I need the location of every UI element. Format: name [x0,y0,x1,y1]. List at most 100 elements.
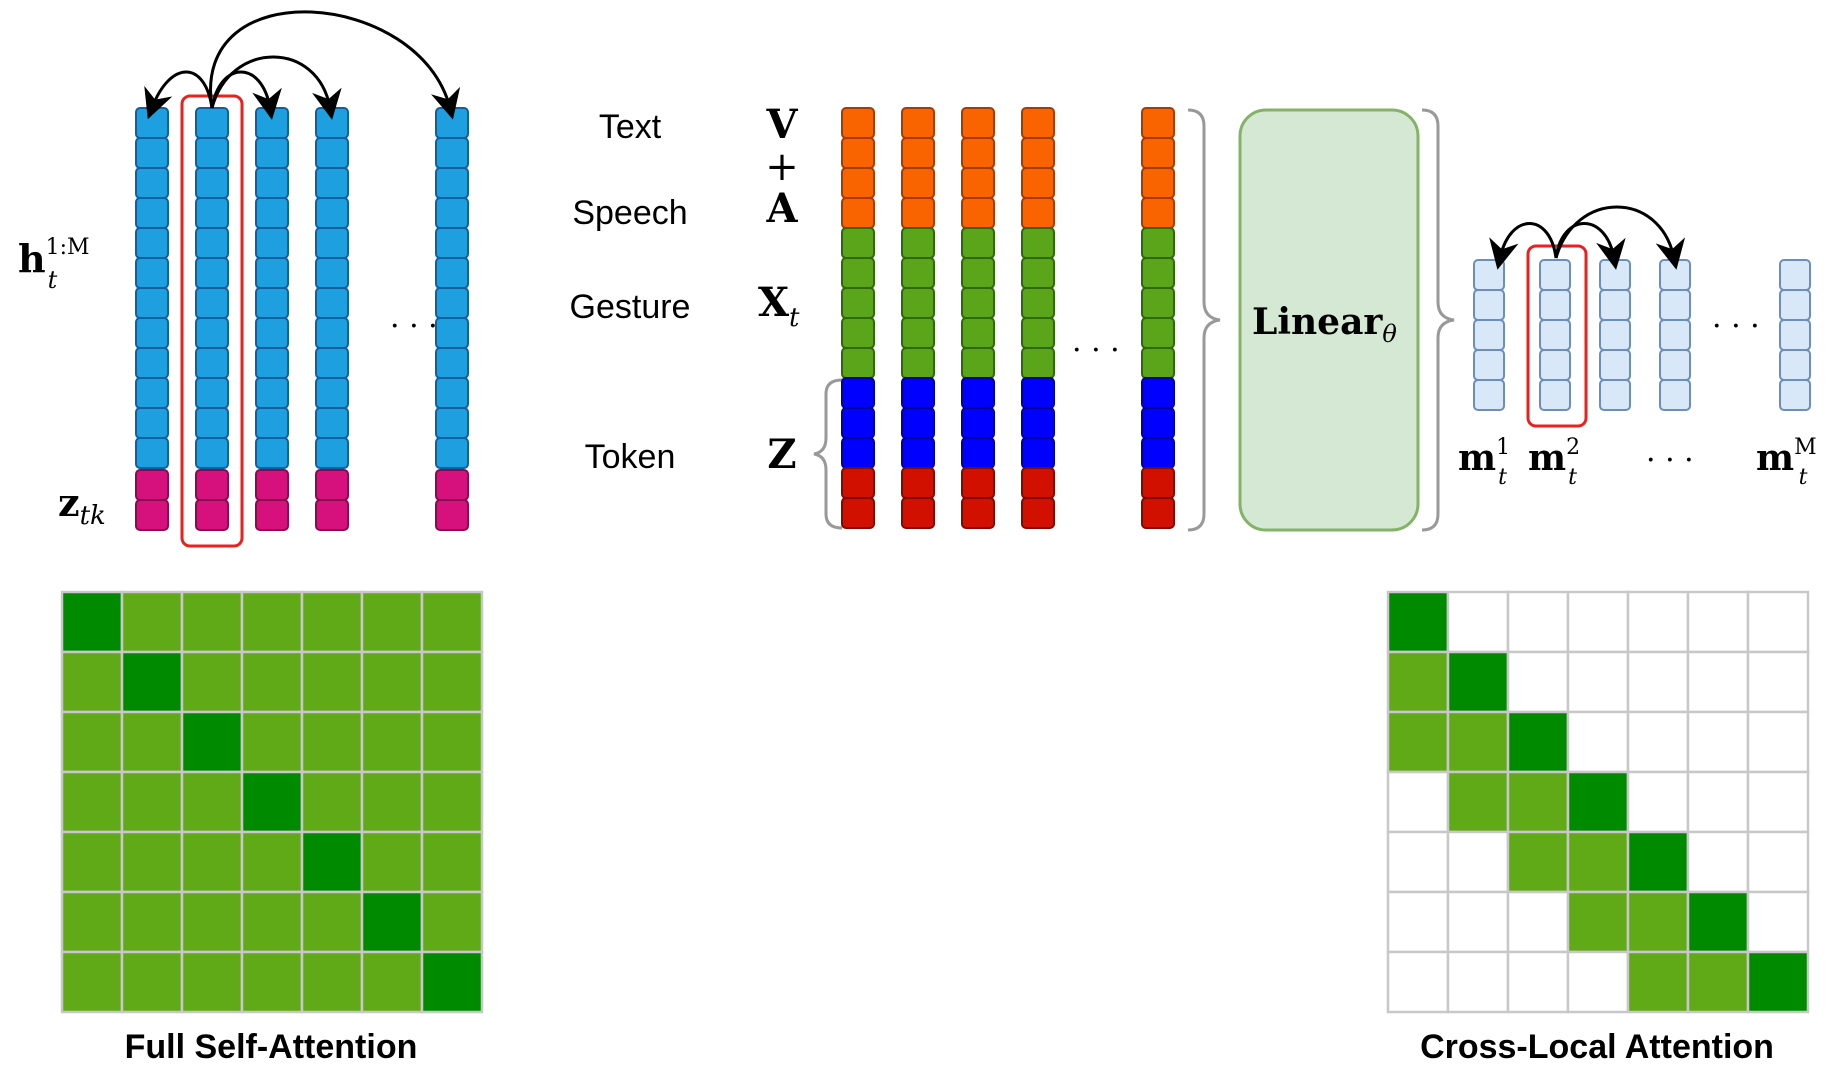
hidden-state-cell [315,137,349,169]
attention-cell [1686,830,1750,894]
attention-cell [360,890,424,954]
linear-label: Linearθ [1252,301,1397,348]
row-label-token: Token [585,438,676,476]
z-token-cell [135,469,169,501]
attention-cell [420,590,484,654]
motion-token-cell [1473,349,1505,381]
attention-arrow-right-2 [210,55,342,120]
token-cell [1141,497,1175,529]
motion-token-cell [1659,259,1691,291]
row-label-text: Text [599,108,662,146]
attention-cell [120,650,184,714]
z-token-cell [435,469,469,501]
token-cell [841,467,875,499]
symbol-plus: + [765,144,799,190]
hidden-state-cell [255,377,289,409]
hidden-state-cell [315,287,349,319]
gesture-cell [1141,317,1175,349]
attention-arrow-left [144,70,214,120]
attention-cell [240,650,304,714]
speech-text-cell [901,167,935,199]
token-cell [1021,437,1055,469]
attention-cell [1746,650,1810,714]
hidden-state-cell [135,437,169,469]
attention-cell [1386,890,1450,954]
attention-cell [1626,650,1690,714]
attention-cell [420,830,484,894]
attention-cell [300,650,364,714]
speech-text-cell [1021,197,1055,229]
speech-text-cell [1021,107,1055,139]
motion-token-cell [1779,259,1811,291]
attention-cell [1626,950,1690,1014]
gesture-cell [901,317,935,349]
hidden-state-cell [255,317,289,349]
attention-cell [1566,590,1630,654]
hidden-state-cell [255,407,289,439]
gesture-cell [841,317,875,349]
motion-token-cell [1599,349,1631,381]
hidden-state-cell [315,347,349,379]
speech-text-cell [961,197,995,229]
motion-token-cell [1779,319,1811,351]
attention-cell [240,770,304,834]
hidden-state-cell [255,287,289,319]
z-token-cell [135,499,169,531]
token-cell [841,437,875,469]
attention-cell [60,890,124,954]
motion-token-cell [1539,259,1571,291]
attention-cell [360,590,424,654]
attention-cell [240,830,304,894]
token-cell [901,437,935,469]
hidden-state-cell [195,317,229,349]
speech-text-cell [961,107,995,139]
attention-cell [420,650,484,714]
motion-token-cell [1659,349,1691,381]
token-brace [813,378,843,530]
attention-cell [420,770,484,834]
token-cell [1141,467,1175,499]
hidden-state-cell [135,197,169,229]
gesture-cell [961,227,995,259]
attention-cell [1386,830,1450,894]
attention-cell [180,830,244,894]
motion-token-cell [1473,319,1505,351]
attention-cell [1506,710,1570,774]
speech-text-cell [901,107,935,139]
attention-cell [1746,950,1810,1014]
motion-token-cell [1659,319,1691,351]
attention-cell [1506,950,1570,1014]
token-cell [901,377,935,409]
motion-token-cell [1473,379,1505,411]
attention-cell [1686,950,1750,1014]
attention-cell [1506,890,1570,954]
cross-local-attention-matrix [1386,590,1810,1014]
attention-cell [120,710,184,774]
hidden-state-cell [435,137,469,169]
attention-cell [120,770,184,834]
symbol-A: A [765,185,798,232]
attention-cell [1746,890,1810,954]
hidden-state-cell [435,407,469,439]
hidden-state-cell [195,437,229,469]
speech-text-cell [961,137,995,169]
motion-token-columns [1473,259,1811,411]
speech-text-cell [1021,137,1055,169]
speech-text-cell [901,137,935,169]
gesture-cell [1021,257,1055,289]
attention-cell [1686,770,1750,834]
multimodal-columns [841,107,1175,529]
hidden-state-cell [315,257,349,289]
attention-cell [1566,830,1630,894]
attention-cell [60,770,124,834]
attention-cell [1446,950,1510,1014]
attention-cell [360,830,424,894]
hidden-state-cell [435,437,469,469]
gesture-cell [901,257,935,289]
hidden-state-cell [435,377,469,409]
hidden-state-cell [315,437,349,469]
z-token-cell [315,469,349,501]
hidden-state-columns [135,107,469,531]
